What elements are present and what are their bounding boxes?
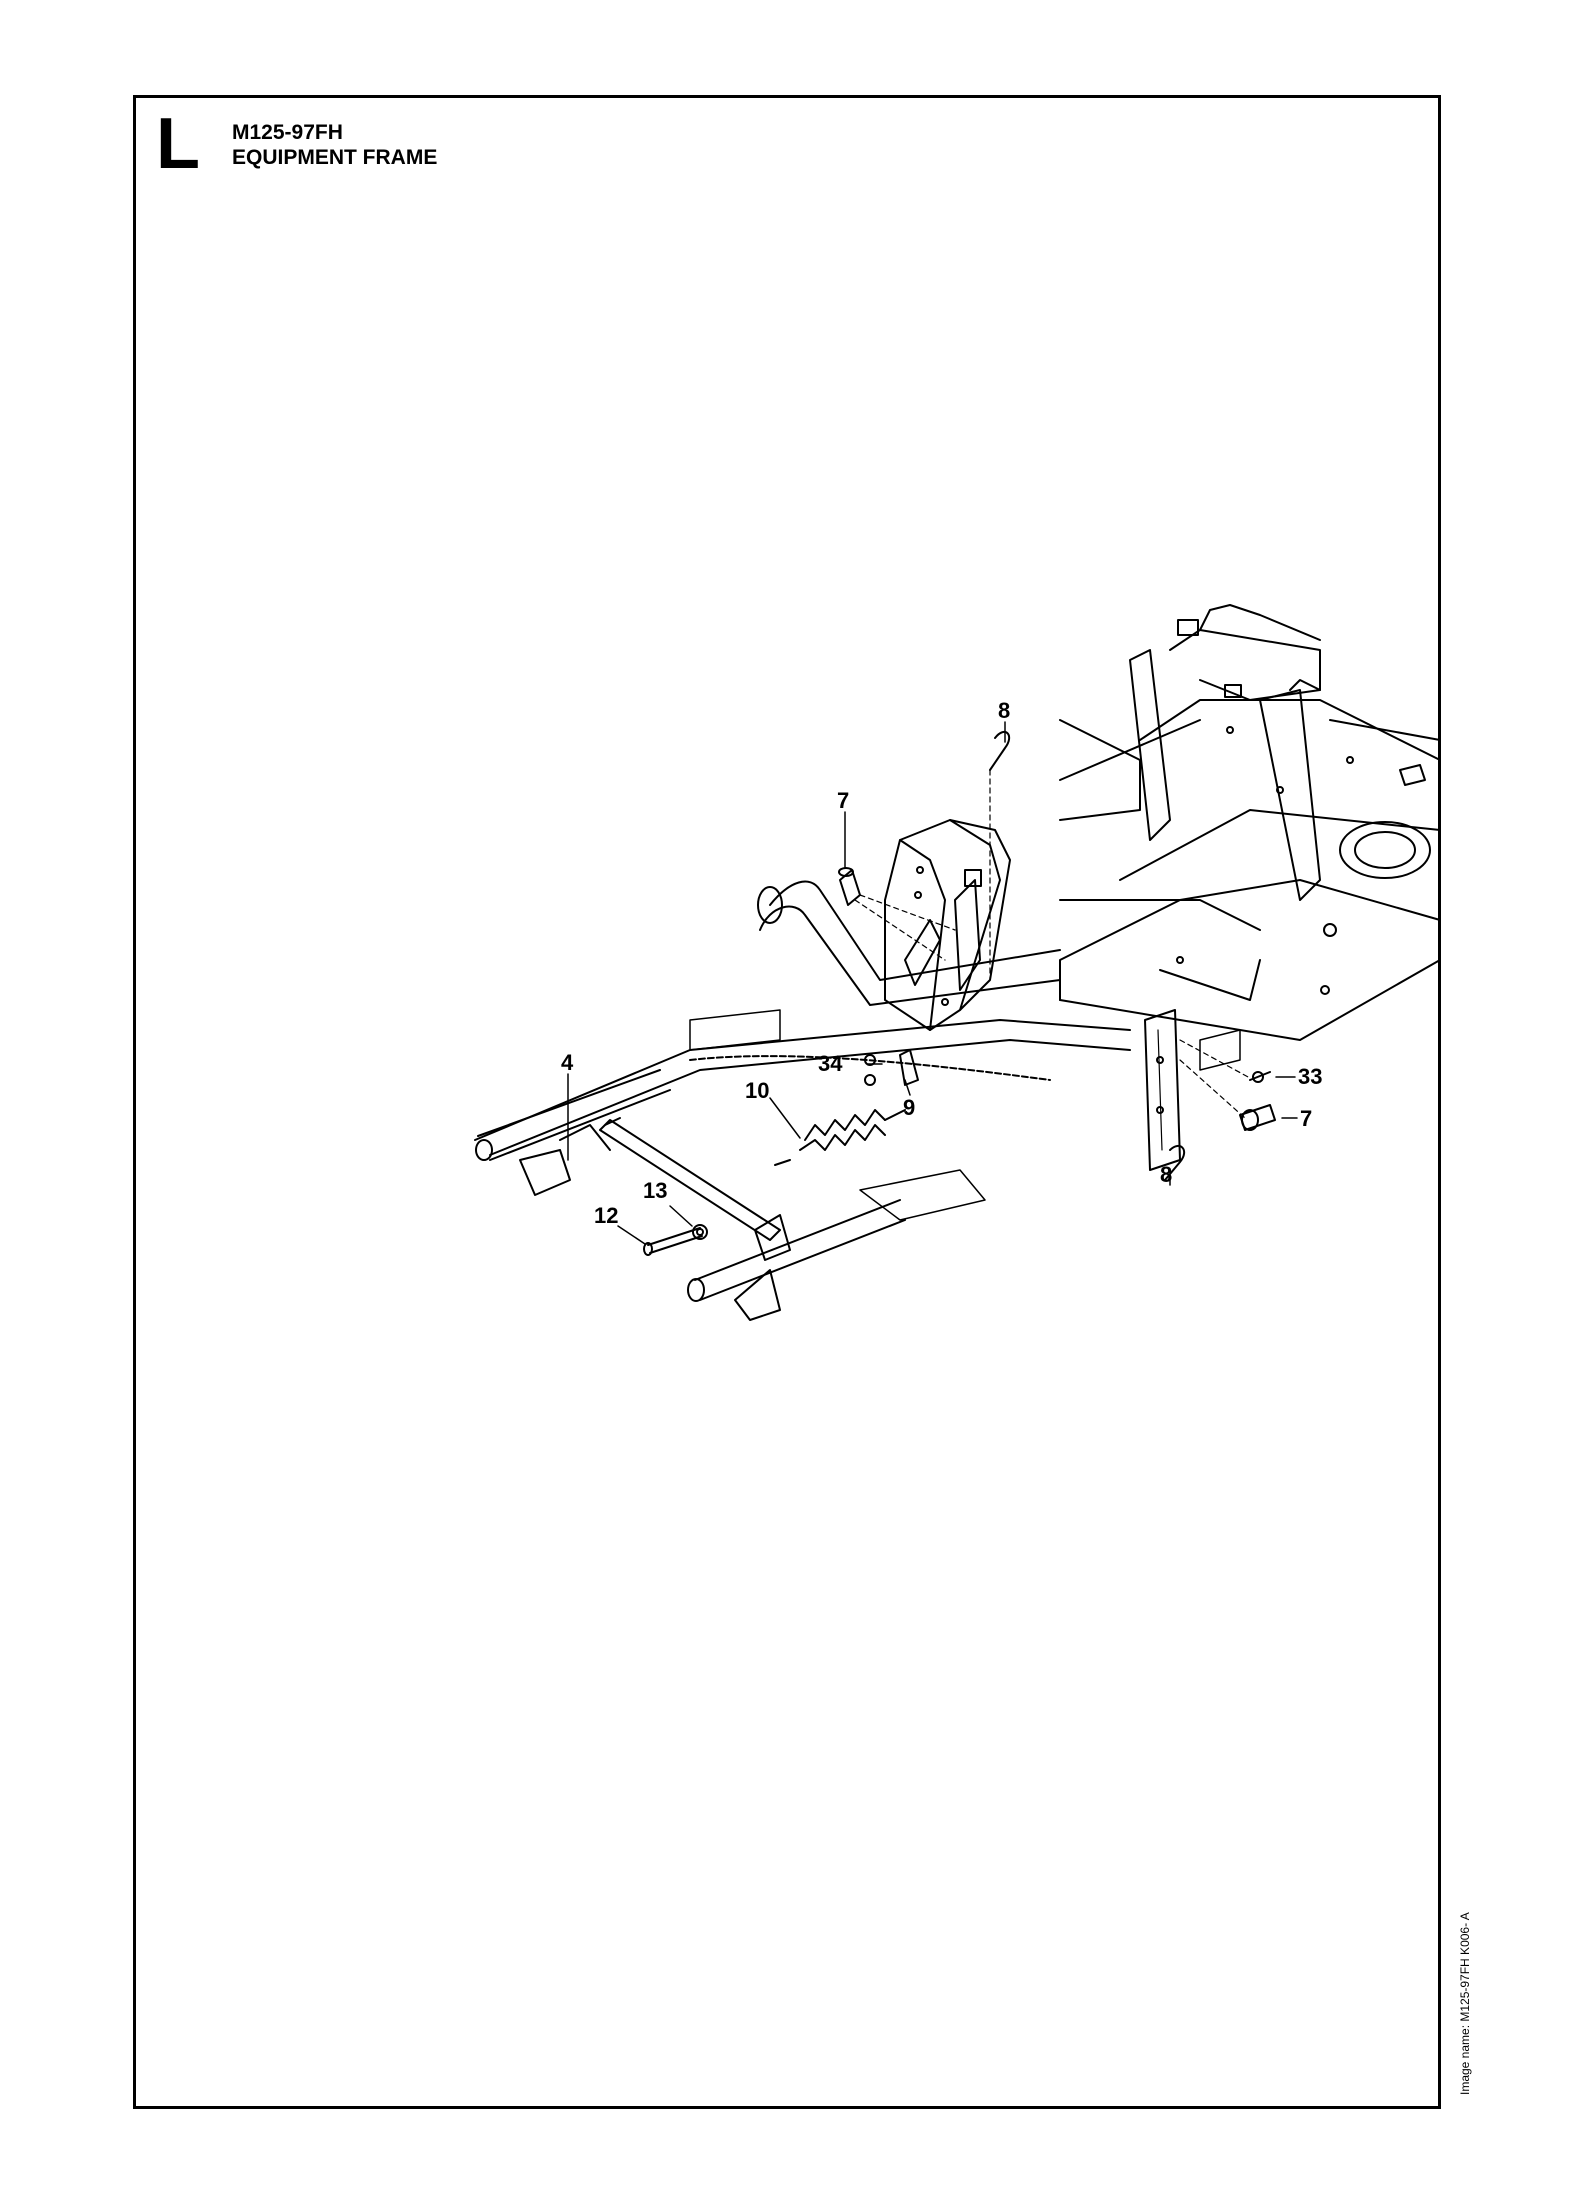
lower-linkage [474,1009,1241,1321]
main-frame [1059,604,1441,1041]
image-name-label: Image name: M125-97FH K006- A [1458,1912,1472,2095]
spring-part [774,1109,906,1166]
section-letter: L [156,104,200,184]
page-border [133,95,1441,2109]
callout-34: 34 [818,1051,843,1076]
callout-9: 9 [903,1095,916,1120]
page-title: EQUIPMENT FRAME [232,146,438,169]
model-number: M125-97FH [232,121,343,144]
fasteners [643,731,1276,1256]
bumper-tube [757,880,1061,1006]
front-tower [884,819,1011,1031]
callout-8-bottom: 8 [1160,1162,1173,1187]
callout-4: 4 [561,1050,574,1075]
callout-33: 33 [1298,1064,1323,1089]
callout-8-top: 8 [998,698,1011,723]
callout-13: 13 [643,1178,668,1203]
callout-7-left: 7 [837,788,850,813]
callout-10: 10 [745,1078,770,1103]
leader-lines [567,721,1298,1245]
callout-12: 12 [594,1203,619,1228]
callout-7-right: 7 [1300,1106,1313,1131]
